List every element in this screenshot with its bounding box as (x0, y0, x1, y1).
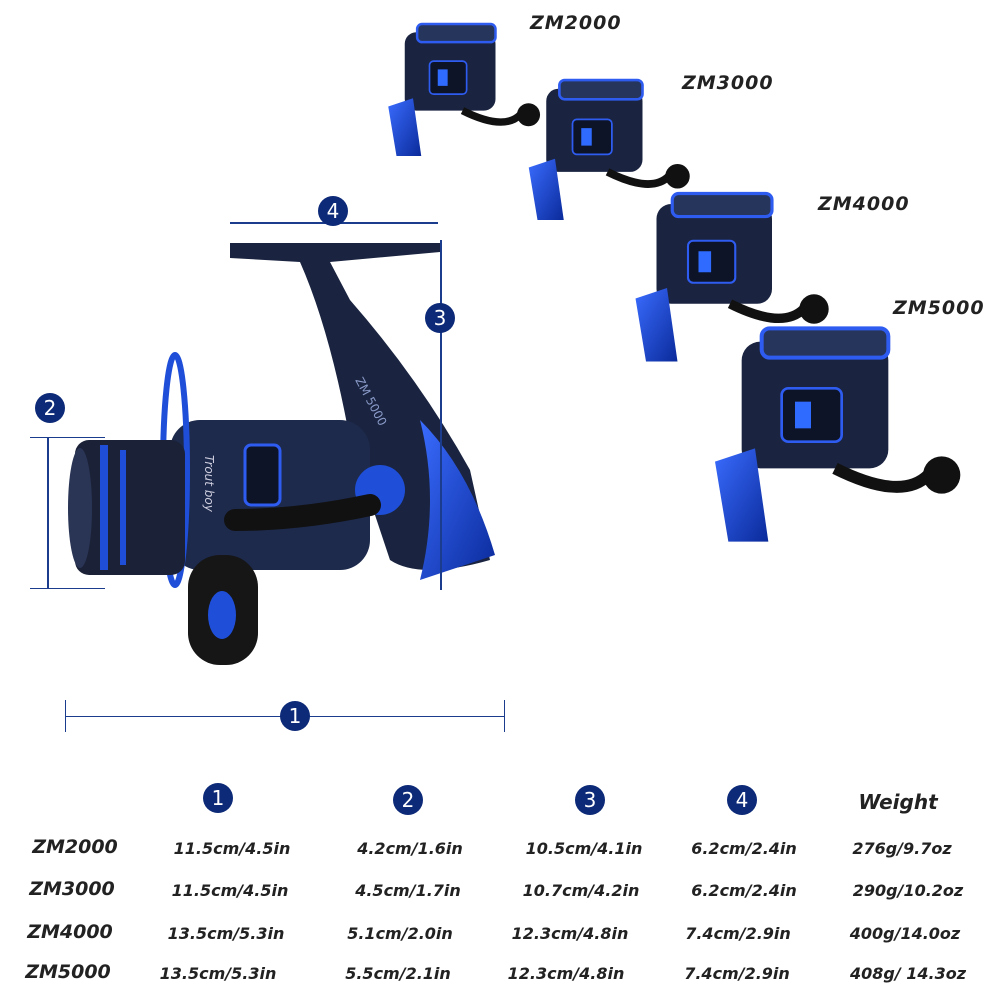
model-label-zm2000: ZM2000 (530, 12, 622, 34)
cell: 7.4cm/2.9in (685, 924, 791, 943)
product-images: ZM 5000 Trout boy (68, 0, 1000, 665)
table-header-2: 2 (393, 785, 423, 815)
table-header-3: 3 (575, 785, 605, 815)
model-label-zm5000: ZM5000 (893, 297, 985, 319)
row-model: ZM3000 (29, 878, 115, 900)
cell: 10.5cm/4.1in (525, 839, 643, 858)
reel-image-zm2000 (388, 24, 540, 156)
cell: 6.2cm/2.4in (691, 839, 797, 858)
dimension-tick (30, 588, 105, 589)
dimension-tick (30, 437, 105, 438)
cell: 4.2cm/1.6in (357, 839, 463, 858)
cell: 7.4cm/2.9in (684, 964, 790, 983)
cell: 10.7cm/4.2in (522, 881, 640, 900)
cell: 12.3cm/4.8in (511, 924, 629, 943)
cell: 6.2cm/2.4in (691, 881, 797, 900)
dimension-marker-3: 3 (425, 303, 455, 333)
dimension-tick (65, 700, 66, 732)
cell: 276g/9.7oz (852, 839, 952, 858)
table-header-1: 1 (203, 783, 233, 813)
table-header-4: 4 (727, 785, 757, 815)
model-label-zm3000: ZM3000 (682, 72, 774, 94)
table-header-weight: Weight (858, 790, 938, 814)
model-label-zm4000: ZM4000 (818, 193, 910, 215)
cell: 5.1cm/2.0in (347, 924, 453, 943)
reel-image-zm3000 (529, 80, 690, 220)
cell: 12.3cm/4.8in (507, 964, 625, 983)
cell: 13.5cm/5.3in (167, 924, 285, 943)
cell: 408g/ 14.3oz (849, 964, 967, 983)
brand-logo: Trout boy (202, 455, 216, 513)
cell: 400g/14.0oz (849, 924, 961, 943)
reel-image-zm5000 (715, 328, 960, 541)
dimension-marker-1: 1 (280, 701, 310, 731)
dimension-marker-4: 4 (318, 196, 348, 226)
dimension-marker-2: 2 (35, 393, 65, 423)
cell: 11.5cm/4.5in (171, 881, 289, 900)
cell: 4.5cm/1.7in (355, 881, 461, 900)
row-model: ZM4000 (27, 921, 113, 943)
row-model: ZM5000 (25, 961, 111, 983)
dimension-line-2 (47, 437, 49, 588)
main-reel-image: ZM 5000 Trout boy (68, 243, 495, 665)
row-model: ZM2000 (32, 836, 118, 858)
cell: 13.5cm/5.3in (159, 964, 277, 983)
cell: 290g/10.2oz (852, 881, 964, 900)
dimension-tick (504, 700, 505, 732)
cell: 5.5cm/2.1in (345, 964, 451, 983)
cell: 11.5cm/4.5in (173, 839, 291, 858)
dimension-line-3 (440, 240, 442, 590)
